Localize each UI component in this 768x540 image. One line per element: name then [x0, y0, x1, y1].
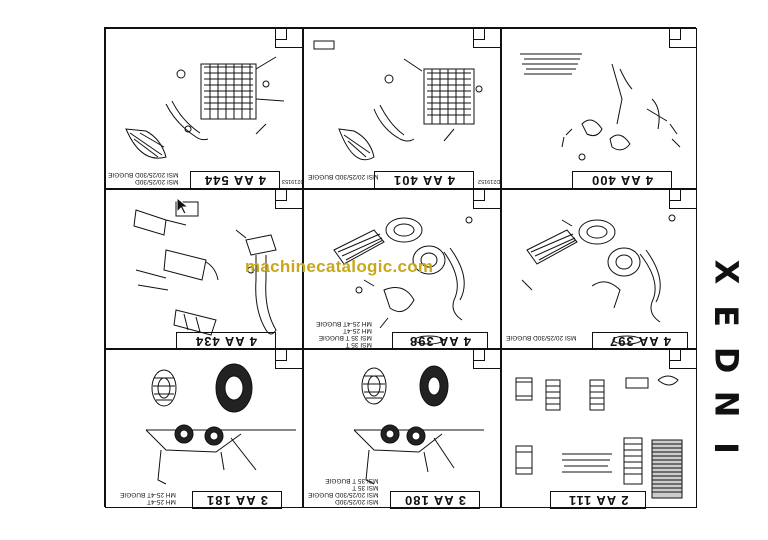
- air-filter-diagram: [521, 214, 676, 345]
- part-code: 4 AA 398: [409, 333, 471, 349]
- model-line: MH 25-4T: [146, 498, 176, 505]
- page-corner: [275, 190, 302, 209]
- model-line: MH 25-4T BUGGIE: [120, 491, 176, 498]
- part-code-box: 3 AA 181: [192, 491, 282, 509]
- model-line: MSI 35 T: [352, 484, 379, 491]
- model-line: MSI 20/25/30D BUGGIE: [308, 491, 379, 498]
- catalog-cell-4aa434[interactable]: 4 AA 434: [105, 189, 303, 350]
- mounting-parts-diagram: [520, 53, 681, 161]
- catalog-cell-4aa401[interactable]: 4 AA 401 MSI 20/25/30D BUGGIE D219152: [303, 28, 501, 189]
- catalog-cell-4aa397[interactable]: 4 AA 397 MSI 20/25/30D BUGGIE: [501, 189, 697, 350]
- index-letter: I: [707, 442, 745, 454]
- part-code-box: 4 AA 544: [190, 171, 280, 189]
- index-letter: N: [707, 390, 745, 418]
- model-line: MSI 20/25/30D: [335, 498, 379, 505]
- index-side-label: X E D N I: [706, 250, 746, 510]
- watermark-text: machinecatalogic.com: [245, 257, 434, 276]
- model-line: MSI 35 T: [345, 341, 372, 348]
- part-code-box: 4 AA 434: [176, 332, 276, 350]
- model-caption: MSI 20/25/30D BUGGIE: [308, 173, 378, 180]
- reference-number: D219152: [478, 178, 501, 184]
- air-filter-diagram: [333, 216, 473, 345]
- model-line: MSI 20/25/30D BUGGIE: [108, 171, 179, 178]
- catalog-grid: 4 AA 544 MSI 20/25/30D MSI 20/25/30D BUG…: [104, 27, 697, 509]
- wheel-assembly-diagram: [353, 365, 484, 485]
- model-caption: MSI 20/25/30D MSI 20/25/30D BUGGIE: [108, 171, 178, 185]
- exhaust-diagram: [133, 201, 277, 336]
- page-corner: [669, 190, 696, 209]
- part-code-box: 2 AA 111: [550, 491, 646, 509]
- page-corner: [275, 29, 302, 48]
- model-line: MH 25-4T BUGGIE: [316, 320, 372, 327]
- model-caption: MH 25-4T MH 25-4T BUGGIE: [120, 491, 176, 505]
- page-corner: [669, 29, 696, 48]
- catalog-cell-3aa180[interactable]: 3 AA 180 MSI 20/25/30D MSI 20/25/30D BUG…: [303, 349, 501, 509]
- index-letter: D: [707, 346, 745, 374]
- part-code-box: 4 AA 397: [592, 332, 688, 350]
- radiator-diagram: [125, 56, 285, 159]
- catalog-cell-3aa181[interactable]: 3 AA 181 MH 25-4T MH 25-4T BUGGIE: [105, 349, 303, 509]
- part-code: 4 AA 544: [204, 172, 266, 188]
- wheel-assembly-diagram: [145, 363, 296, 485]
- catalog-cell-4aa544[interactable]: 4 AA 544 MSI 20/25/30D MSI 20/25/30D BUG…: [105, 28, 305, 189]
- filters-diagram: [515, 375, 683, 499]
- part-code: 4 AA 434: [195, 333, 257, 349]
- mouse-cursor-icon: [176, 197, 190, 215]
- model-caption: MSI 20/25/30D BUGGIE: [506, 334, 576, 341]
- model-line: MSI 20/25/30D: [135, 178, 179, 185]
- page-corner: [669, 350, 696, 369]
- catalog-cell-2aa111[interactable]: 2 AA 111: [501, 349, 697, 509]
- model-line: MSI 35 T BUGGIE: [325, 477, 379, 484]
- page-corner: [473, 350, 500, 369]
- part-code: 4 AA 397: [609, 333, 671, 349]
- part-code-box: 4 AA 400: [572, 171, 672, 189]
- part-code: 3 AA 181: [206, 492, 268, 508]
- page-corner: [275, 350, 302, 369]
- radiator-diagram: [313, 40, 483, 161]
- part-code-box: 3 AA 180: [390, 491, 480, 509]
- model-line: MSI 20/25/30D BUGGIE: [308, 173, 379, 180]
- part-code: 4 AA 400: [591, 172, 653, 188]
- page-corner: [473, 29, 500, 48]
- index-letter: X: [706, 259, 745, 285]
- part-code-box: 4 AA 398: [392, 332, 488, 350]
- catalog-cell-4aa398[interactable]: 4 AA 398 MSI 35 T MSI 35 T BUGGIE MH 25-…: [303, 189, 501, 350]
- model-caption: MSI 35 T MSI 35 T BUGGIE MH 25-4T MH 25-…: [316, 320, 372, 348]
- catalog-cell-4aa400[interactable]: 4 AA 400: [501, 28, 697, 189]
- model-line: MSI 20/25/30D BUGGIE: [506, 334, 577, 341]
- model-caption: MSI 20/25/30D MSI 20/25/30D BUGGIE MSI 3…: [308, 477, 378, 505]
- part-code-box: 4 AA 401: [374, 171, 474, 189]
- part-code: 3 AA 180: [404, 492, 466, 508]
- reference-number: D219153: [282, 178, 305, 184]
- index-letter: E: [706, 305, 745, 327]
- part-code: 2 AA 111: [567, 492, 629, 508]
- page-corner: [473, 190, 500, 209]
- part-code: 4 AA 401: [393, 172, 455, 188]
- model-line: MSI 35 T BUGGIE: [318, 334, 372, 341]
- model-line: MH 25-4T: [342, 327, 372, 334]
